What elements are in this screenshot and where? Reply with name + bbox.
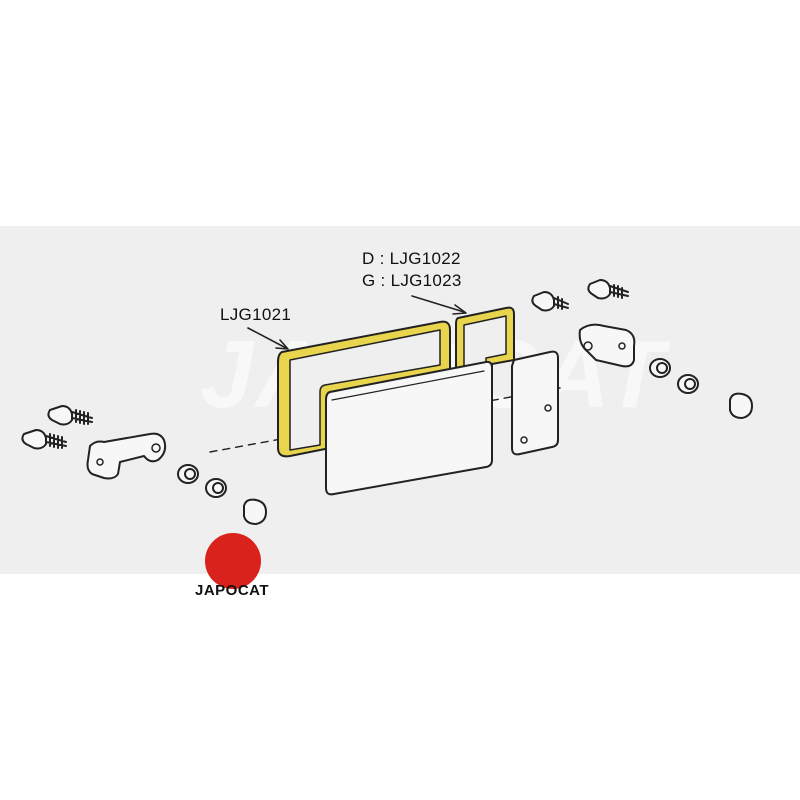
- label-frame-right-d: D : LJG1022: [362, 249, 461, 268]
- gasket-frame-lji1021: [277, 320, 451, 458]
- cap-nut-left: [243, 498, 267, 525]
- assembly-axis-line: [209, 387, 561, 453]
- washer-right-1: [649, 358, 671, 378]
- leader-arrowhead-lji1022: [452, 304, 467, 315]
- mirror-glass-main: [325, 360, 493, 496]
- bracket-left: [86, 432, 167, 480]
- washer-right-2: [677, 374, 699, 394]
- logo-text: JAPOCAT: [195, 582, 270, 599]
- leader-arrow-lji1022: [411, 295, 465, 313]
- label-frame-right-g: G : LJG1023: [362, 271, 462, 290]
- cap-nut-right: [729, 392, 753, 419]
- washer-left-2: [205, 478, 227, 498]
- screw-right-1: [531, 291, 569, 312]
- leader-arrowhead-lji1021: [275, 339, 289, 350]
- logo-circle-icon: [205, 533, 261, 589]
- japocat-logo: JAPOCAT: [195, 530, 285, 610]
- label-frame-left: LJG1021: [220, 305, 292, 324]
- bracket-right: [578, 323, 636, 368]
- mirror-glass-small: [511, 350, 559, 456]
- washer-left-1: [177, 464, 199, 484]
- leader-arrow-lji1021: [247, 327, 287, 349]
- screw-left-upper: [47, 405, 93, 426]
- screw-right-2: [587, 279, 629, 300]
- screw-left-lower: [21, 429, 67, 450]
